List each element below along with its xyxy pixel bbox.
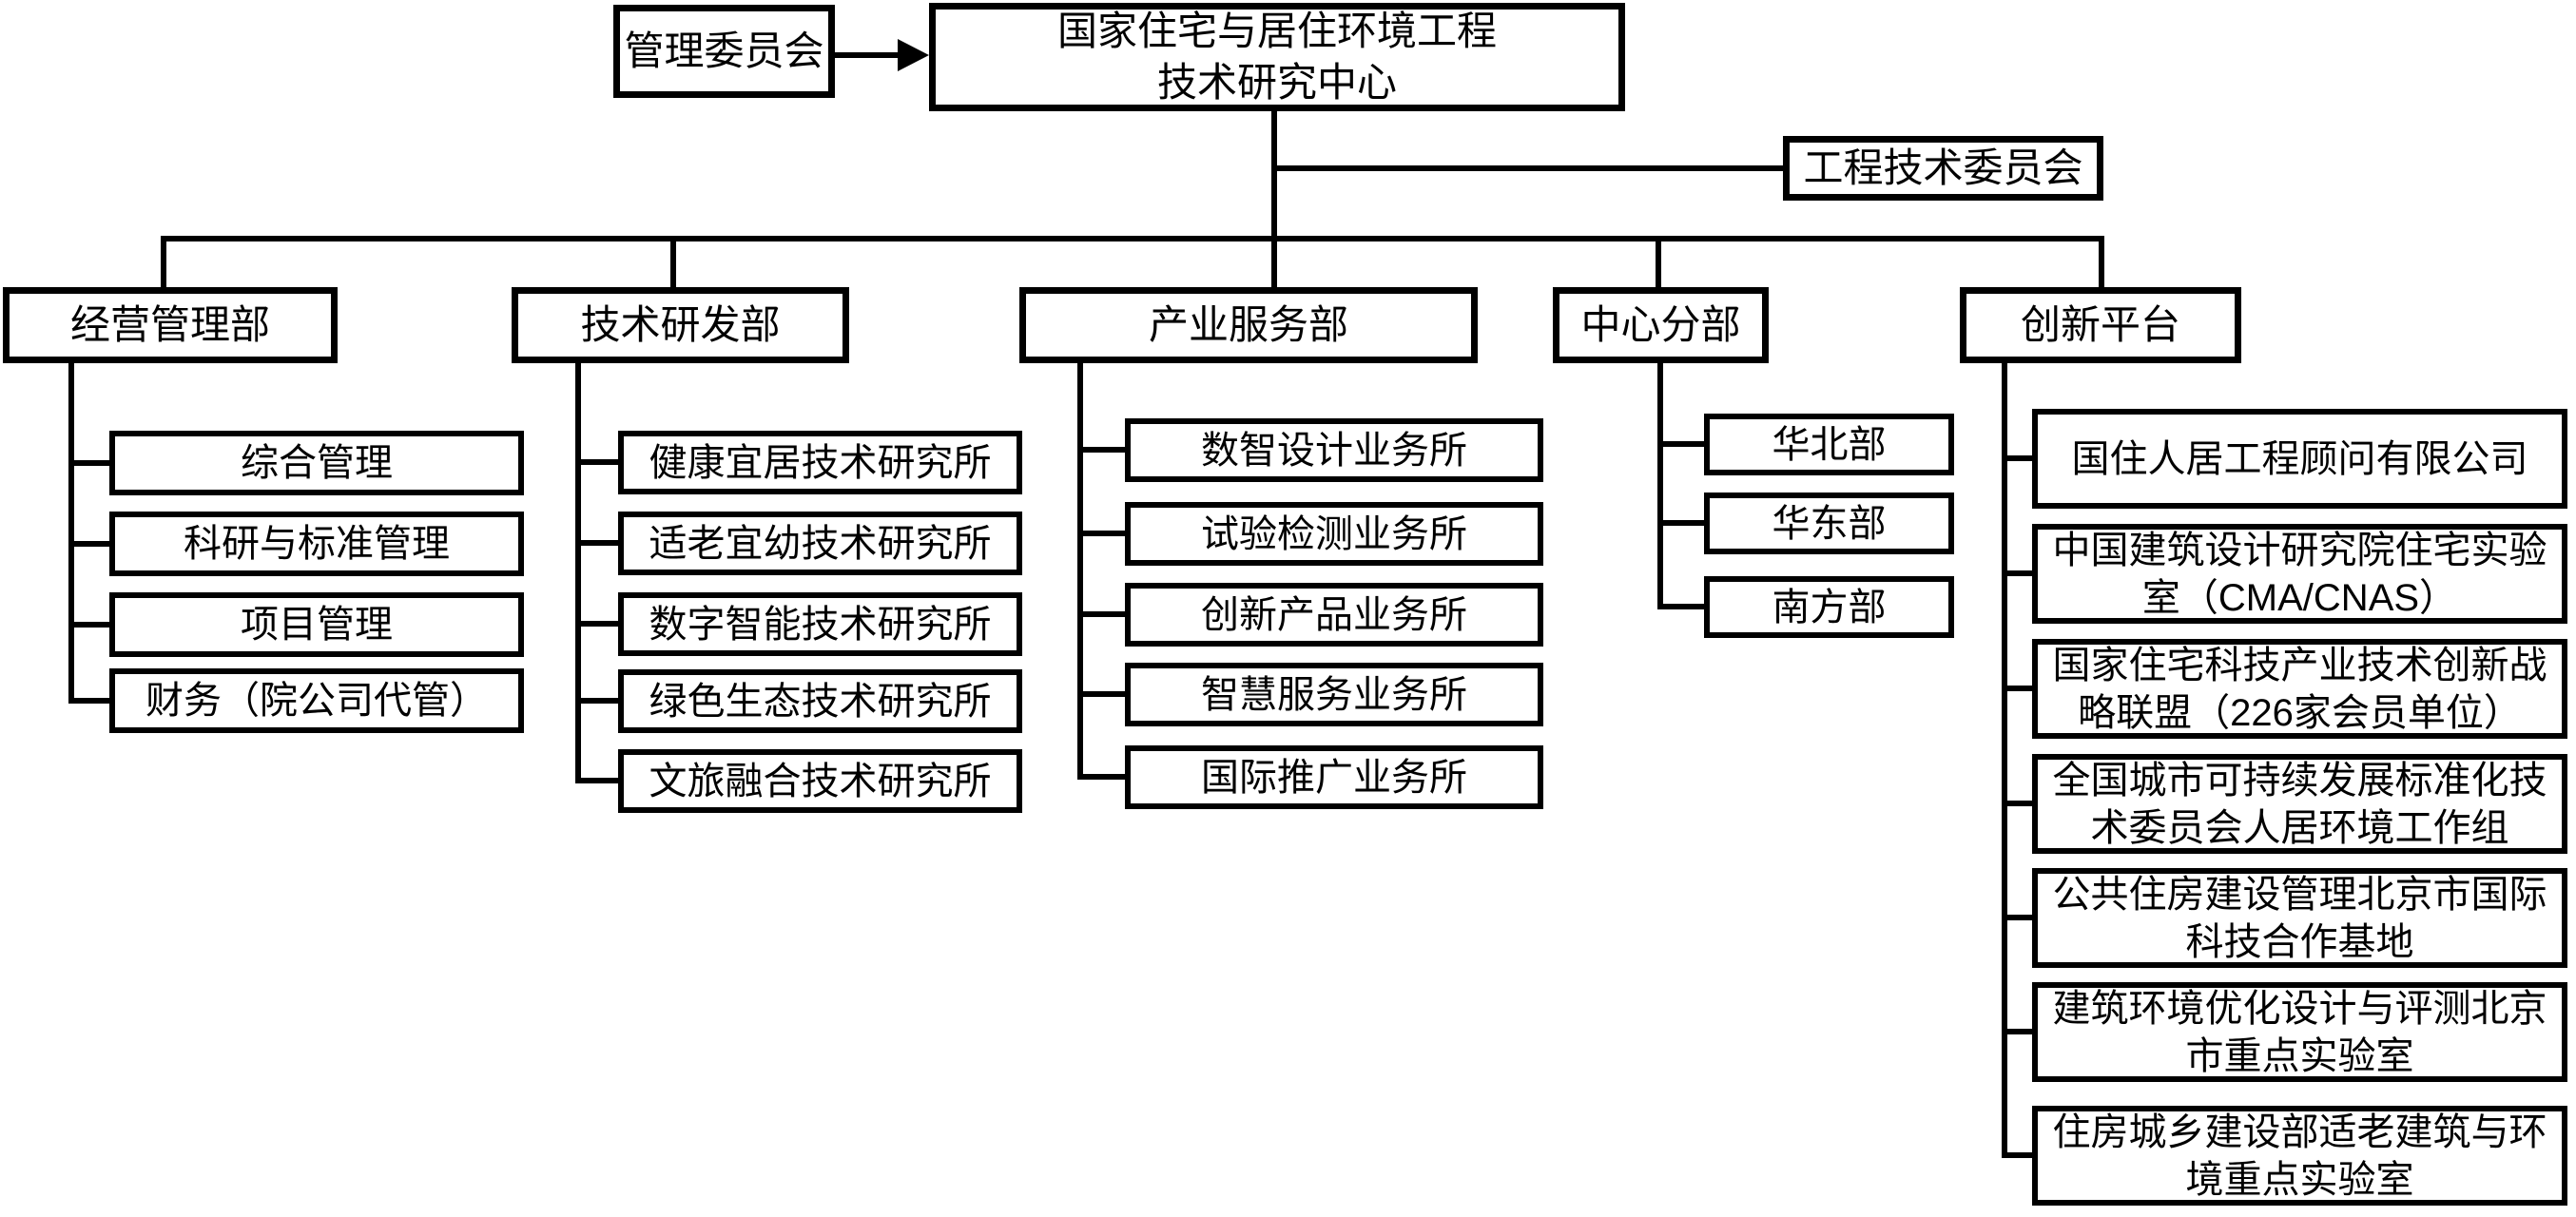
- connector-col4-spine: [2002, 363, 2007, 1155]
- connector-mgmt-to-center: [835, 52, 898, 58]
- node-rnd-child-3: 绿色生态技术研究所: [618, 669, 1022, 733]
- node-innovation-child-5: 建筑环境优化设计与评测北京 市重点实验室: [2032, 982, 2567, 1082]
- node-industry-child-3: 智慧服务业务所: [1125, 663, 1543, 726]
- connector-col4-stub-2: [2002, 686, 2032, 691]
- node-engineering-committee: 工程技术委员会: [1783, 136, 2103, 201]
- connector-stub-dept-3: [1656, 236, 1661, 289]
- node-industry-child-1: 试验检测业务所: [1125, 502, 1543, 566]
- connector-col2-stub-1: [1077, 531, 1125, 536]
- connector-col1-stub-4: [575, 778, 618, 783]
- connector-col0-stub-2: [68, 622, 109, 628]
- node-ops-child-1: 科研与标准管理: [109, 512, 524, 576]
- connector-center-drop: [1271, 111, 1277, 241]
- node-rnd-child-2: 数字智能技术研究所: [618, 592, 1022, 656]
- connector-col0-stub-3: [68, 698, 109, 704]
- node-branch-child-2: 南方部: [1704, 576, 1954, 638]
- connector-stub-dept-0: [161, 236, 166, 289]
- node-branch-child-0: 华北部: [1704, 414, 1954, 475]
- connector-stub-dept-4: [2099, 236, 2104, 289]
- connector-col0-spine: [68, 363, 74, 704]
- connector-col1-stub-0: [575, 459, 618, 465]
- connector-col2-stub-0: [1077, 447, 1125, 453]
- connector-col1-stub-1: [575, 540, 618, 546]
- node-innovation-child-3: 全国城市可持续发展标准化技 术委员会人居环境工作组: [2032, 754, 2567, 854]
- connector-main-bus: [161, 236, 2104, 241]
- connector-col3-stub-0: [1657, 441, 1704, 447]
- node-dept-rnd: 技术研发部: [512, 287, 849, 363]
- node-dept-innovation-platform: 创新平台: [1960, 287, 2241, 363]
- connector-col0-stub-0: [68, 460, 109, 466]
- connector-col4-stub-6: [2002, 1152, 2032, 1158]
- connector-col4-stub-5: [2002, 1029, 2032, 1034]
- connector-col1-stub-2: [575, 621, 618, 627]
- node-innovation-child-0: 国住人居工程顾问有限公司: [2032, 409, 2567, 509]
- connector-col0-stub-1: [68, 541, 109, 547]
- connector-col4-stub-3: [2002, 801, 2032, 806]
- node-ops-child-0: 综合管理: [109, 431, 524, 495]
- node-innovation-child-1: 中国建筑设计研究院住宅实验 室（CMA/CNAS）: [2032, 524, 2567, 624]
- node-dept-operations: 经营管理部: [3, 287, 338, 363]
- node-innovation-child-6: 住房城乡建设部适老建筑与环 境重点实验室: [2032, 1106, 2567, 1206]
- connector-col1-stub-3: [575, 698, 618, 704]
- connector-col2-stub-2: [1077, 611, 1125, 617]
- node-ops-child-2: 项目管理: [109, 592, 524, 657]
- node-management-committee: 管理委员会: [613, 5, 835, 98]
- connector-stub-dept-2: [1271, 236, 1277, 289]
- connector-to-engineering-committee: [1271, 165, 1783, 171]
- node-rnd-child-1: 适老宜幼技术研究所: [618, 512, 1022, 575]
- connector-col4-stub-1: [2002, 570, 2032, 576]
- node-ops-child-3: 财务（院公司代管）: [109, 668, 524, 733]
- node-rnd-child-4: 文旅融合技术研究所: [618, 749, 1022, 813]
- node-center-title: 国家住宅与居住环境工程 技术研究中心: [929, 3, 1625, 111]
- connector-col4-stub-0: [2002, 455, 2032, 461]
- connector-col3-stub-1: [1657, 520, 1704, 526]
- node-innovation-child-2: 国家住宅科技产业技术创新战 略联盟（226家会员单位）: [2032, 639, 2567, 739]
- connector-col2-spine: [1077, 363, 1083, 777]
- connector-col3-stub-2: [1657, 604, 1704, 609]
- connector-stub-dept-1: [670, 236, 676, 289]
- node-industry-child-0: 数智设计业务所: [1125, 418, 1543, 482]
- connector-col2-stub-4: [1077, 774, 1125, 780]
- node-branch-child-1: 华东部: [1704, 493, 1954, 554]
- node-rnd-child-0: 健康宜居技术研究所: [618, 431, 1022, 494]
- connector-col3-spine: [1657, 363, 1663, 607]
- node-industry-child-2: 创新产品业务所: [1125, 583, 1543, 647]
- node-industry-child-4: 国际推广业务所: [1125, 745, 1543, 809]
- arrow-right-icon: [898, 39, 929, 71]
- connector-col1-spine: [575, 363, 581, 781]
- node-innovation-child-4: 公共住房建设管理北京市国际 科技合作基地: [2032, 868, 2567, 968]
- connector-col2-stub-3: [1077, 691, 1125, 697]
- node-dept-center-branches: 中心分部: [1553, 287, 1769, 363]
- node-dept-industry-services: 产业服务部: [1019, 287, 1478, 363]
- connector-col4-stub-4: [2002, 915, 2032, 920]
